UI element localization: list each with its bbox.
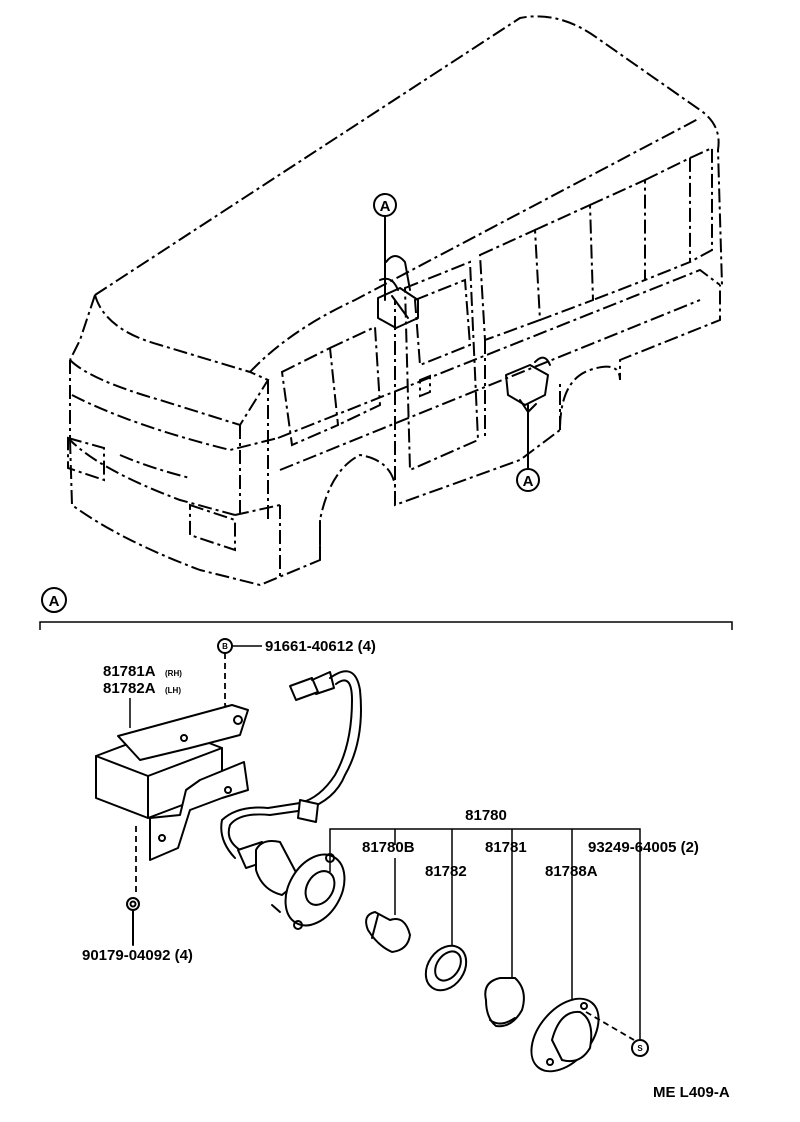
lamp-rh-suffix: (RH) — [165, 669, 182, 678]
lamp-lh-part: 81782A — [103, 680, 156, 697]
gasket-part-number: 81782 — [425, 863, 467, 880]
lens: 81781 — [484, 839, 527, 1028]
callout-a-lower: A — [516, 404, 540, 492]
section-a-label: A — [49, 593, 60, 610]
section-a-header: A — [39, 587, 733, 630]
breakdown-tree: 81780 — [329, 807, 641, 1040]
socket — [255, 840, 346, 930]
nut-part-number: 90179-04092 (4) — [82, 947, 193, 964]
nut: 90179-04092 (4) — [82, 826, 193, 964]
assembly-part-number: 81780 — [465, 807, 507, 824]
callout-a-top-label: A — [380, 198, 391, 215]
bulb-part-number: 81780B — [362, 839, 415, 856]
bolt-b-marker: B — [222, 642, 228, 651]
lens-part-number: 81781 — [485, 839, 527, 856]
van-lamp-lower — [505, 356, 551, 413]
screw-part-number: 93249-64005 (2) — [588, 839, 699, 856]
cover-part-number: 81788A — [545, 863, 598, 880]
diagram-code: ME L409-A — [653, 1084, 730, 1101]
lamp-lh-suffix: (LH) — [165, 686, 181, 695]
screw-marker: S — [637, 1044, 643, 1053]
lamp-labels: 81781A (RH) 81782A (LH) — [103, 663, 182, 728]
lamp-housing — [95, 704, 249, 861]
cover: 81788A — [530, 863, 635, 1073]
gasket: 81782 — [424, 863, 468, 992]
callout-a-lower-label: A — [523, 473, 534, 490]
van-lamp-upper — [377, 255, 419, 329]
bolt-b-part-number: 91661-40612 (4) — [265, 638, 376, 655]
van-outline — [67, 15, 723, 587]
callout-a-top: A — [373, 193, 397, 301]
bulb: 81780B — [362, 839, 415, 953]
screw: 93249-64005 (2) S — [588, 839, 699, 1057]
lamp-rh-part: 81781A — [103, 663, 156, 680]
